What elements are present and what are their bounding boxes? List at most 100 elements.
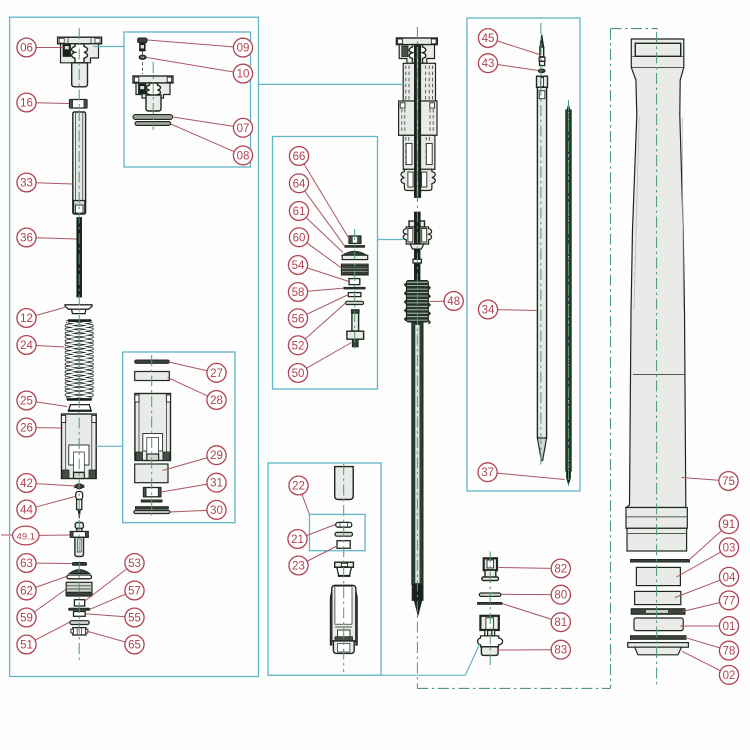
callout-circle-09 <box>232 37 254 58</box>
callout-44: 44 <box>16 496 76 520</box>
callout-circle-55 <box>124 607 145 628</box>
callout-label-43: 43 <box>482 58 495 70</box>
callout-21: 21 <box>287 524 336 550</box>
part-push-rod-34 <box>535 75 549 462</box>
callout-label-26: 26 <box>20 423 33 435</box>
callout-22: 22 <box>288 475 310 515</box>
assembly-reference-frame <box>417 28 658 689</box>
callout-label-42: 42 <box>20 478 33 490</box>
callout-label-54: 54 <box>292 260 305 272</box>
callout-label-57: 57 <box>128 586 141 598</box>
callout-53: 53 <box>84 552 145 602</box>
leader-line-64 <box>304 190 346 247</box>
part-cartridge-assembly <box>395 37 438 198</box>
callout-01: 01 <box>680 615 740 637</box>
leader-line-77 <box>682 602 720 612</box>
callout-label-49.1: 49.1 <box>17 532 36 543</box>
callout-circle-27 <box>206 362 227 383</box>
callout-36: 36 <box>16 227 77 248</box>
callout-59: 59 <box>16 589 66 628</box>
callout-label-36: 36 <box>20 233 33 245</box>
detail-boxes <box>8 16 581 678</box>
callouts: 0616333612242526424449.16362595153575565… <box>11 27 740 685</box>
callout-83: 83 <box>496 639 572 660</box>
callout-27: 27 <box>168 361 227 383</box>
part-spring-seat-12 <box>64 304 93 315</box>
callout-04: 04 <box>674 566 740 598</box>
detail-box-valve-detail <box>271 135 379 390</box>
leader-line-43 <box>497 64 539 71</box>
callout-58: 58 <box>287 281 345 303</box>
callout-circle-83 <box>550 639 572 660</box>
callout-64: 64 <box>288 173 346 247</box>
detail-box-left-assembly <box>8 16 260 678</box>
callout-circle-42 <box>16 472 37 494</box>
callout-57: 57 <box>89 580 145 610</box>
callout-label-83: 83 <box>554 645 567 657</box>
part-spring-collar-25 <box>67 403 92 412</box>
callout-81: 81 <box>501 603 572 633</box>
part-spacer-04 <box>633 590 682 606</box>
callout-label-21: 21 <box>291 534 304 546</box>
callout-label-25: 25 <box>20 396 33 408</box>
callout-circle-12 <box>16 307 37 329</box>
callout-circle-45 <box>477 27 499 49</box>
callout-label-37: 37 <box>481 467 494 479</box>
callout-circle-58 <box>287 281 309 303</box>
callout-06: 06 <box>16 37 64 58</box>
callout-78: 78 <box>684 636 740 661</box>
callout-65: 65 <box>86 630 145 655</box>
callout-circle-03 <box>718 537 740 558</box>
callout-label-53: 53 <box>128 558 141 570</box>
callout-circle-43 <box>477 53 499 74</box>
callout-circle-29 <box>206 445 227 466</box>
callout-label-07: 07 <box>237 123 250 135</box>
leader-line-55 <box>85 613 125 618</box>
leader-line-30 <box>168 509 207 513</box>
leader-line-42 <box>36 483 76 487</box>
leader-line-50 <box>306 342 352 369</box>
callout-label-01: 01 <box>723 621 736 633</box>
callout-circle-59 <box>16 607 37 628</box>
callout-label-34: 34 <box>482 305 495 317</box>
callout-circle-37 <box>477 462 498 483</box>
callout-label-59: 59 <box>20 613 33 625</box>
callout-circle-77 <box>718 590 740 611</box>
callout-circle-34 <box>477 299 499 320</box>
callout-circle-26 <box>16 417 37 438</box>
callout-circle-36 <box>16 227 37 248</box>
part-stopper-16 <box>68 98 88 109</box>
callout-24: 24 <box>16 334 65 356</box>
callout-label-82: 82 <box>554 564 567 576</box>
callout-label-10: 10 <box>237 69 250 81</box>
part-needle-45-43 <box>537 34 546 74</box>
callout-label-60: 60 <box>293 232 306 244</box>
leader-line-66 <box>303 163 350 239</box>
leader-line-22 <box>301 494 310 515</box>
callout-10: 10 <box>146 57 254 84</box>
part-oil-seal-03 <box>635 566 682 587</box>
callout-label-51: 51 <box>20 640 33 652</box>
detail-box-rod-detail <box>466 17 581 492</box>
callout-34: 34 <box>477 299 537 320</box>
part-wiper-02 <box>627 641 690 656</box>
leader-line-27 <box>168 361 208 372</box>
leader-line-03 <box>676 551 721 578</box>
callout-label-22: 22 <box>292 481 305 493</box>
centerlines <box>78 23 658 689</box>
callout-circle-51 <box>16 634 37 655</box>
leader-line-29 <box>162 457 208 471</box>
callout-23: 23 <box>288 545 338 576</box>
part-drawings <box>1 34 690 657</box>
leader-line-58 <box>307 287 345 292</box>
leader-line-12 <box>35 307 65 316</box>
callout-62: 62 <box>16 576 67 601</box>
callout-circle-22 <box>288 475 309 496</box>
callout-circle-07 <box>232 117 254 138</box>
callout-circle-54 <box>287 254 309 276</box>
leader-line-04 <box>674 579 721 598</box>
leader-line-16 <box>36 102 70 104</box>
callout-52: 52 <box>287 302 346 356</box>
callout-61: 61 <box>288 200 344 253</box>
leader-line-09 <box>147 39 234 48</box>
